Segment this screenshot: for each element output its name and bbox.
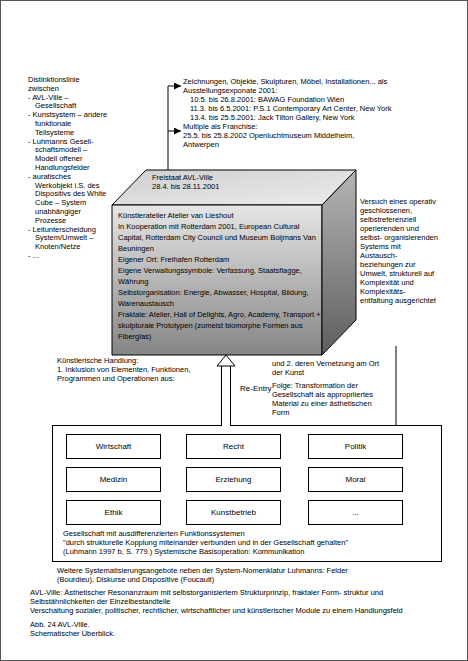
re-entry-arrow xyxy=(217,355,235,426)
note-text: - Kunstsystem – andere funktionale Teils… xyxy=(28,111,110,137)
note-text: - Luhmanns Gesell- schaftsmodell – Model… xyxy=(28,138,110,173)
label-group: Weitere Systematisierungsangebote neben … xyxy=(57,566,357,584)
cube-text: Freistaat AVL-Ville xyxy=(152,173,312,182)
cube-text: Eigene Verwaltungssymbole: Verfassung, S… xyxy=(118,265,321,287)
function-box: Moral xyxy=(308,467,403,492)
text-group: Recht xyxy=(187,435,280,458)
text-group: Erziehung xyxy=(187,468,280,491)
arrow-body xyxy=(222,366,230,426)
cube-text: 28.4. bis 28.11.2001 xyxy=(152,182,312,191)
cube-text: In Kooperation mit Rotterdam 2001, Europ… xyxy=(118,221,321,254)
leader-arrow xyxy=(396,346,397,432)
note-text: 13.4. bis 25.5.2001: Jack Tilton Gallery… xyxy=(190,113,441,122)
note-text: und 2. deren Vernetzung am Ort der Kunst xyxy=(272,359,390,377)
box-label: ... xyxy=(352,508,359,518)
note-text: Zeichnungen, Objekte, Skulpturen, Möbel,… xyxy=(183,77,441,95)
function-box: Politik xyxy=(308,434,403,459)
society-box: Gesellschaft mit ausdifferenzierten Funk… xyxy=(52,425,442,562)
bracket-arrow xyxy=(168,86,181,171)
cube-text: Selbstorganisation: Energie, Abwasser, H… xyxy=(118,287,321,309)
label-group: Versuch eines operativ geschlossenen, se… xyxy=(360,197,440,305)
text-group: Politik xyxy=(309,435,402,458)
note-text: Künstlerische Handlung: xyxy=(57,356,205,365)
text-group: Moral xyxy=(309,468,402,491)
note-text: - auratisches Werkobjekt i.S. des Dispos… xyxy=(28,173,110,226)
box-text: Gesellschaft mit ausdifferenzierten Funk… xyxy=(63,529,433,538)
function-box: Recht xyxy=(186,434,281,459)
function-box: Wirtschaft xyxy=(66,434,161,459)
function-box: Medizin xyxy=(66,467,161,492)
cube-node: Freistaat AVL-Ville28.4. bis 28.11.2001K… xyxy=(112,170,356,355)
note-text: Weitere Systematisierungsangebote neben … xyxy=(57,566,357,584)
note-text: Distinktionslinie zwischen xyxy=(28,76,110,94)
note-text: 25.5. bis 25.8.2002 Openluchtmuseum Midd… xyxy=(183,131,373,149)
note-text: Multiple als Franchise: xyxy=(183,122,441,131)
function-box: Kunstbetrieb xyxy=(186,500,281,525)
box-label: Wirtschaft xyxy=(96,442,132,452)
cube-front-face xyxy=(112,205,322,355)
figure-caption: Abb. 24 AVL-Ville. Schematischer Überbli… xyxy=(30,620,130,638)
box-text: (Luhmann 1997 b, S. 779.) Systemische Ba… xyxy=(63,547,433,556)
text-group: Ethik xyxy=(67,501,160,524)
note-text: Versuch eines operativ geschlossenen, se… xyxy=(360,197,440,305)
note-text: - Leitunterscheidung System/Umwelt – Kno… xyxy=(28,226,110,252)
label-group: Zeichnungen, Objekte, Skulpturen, Möbel,… xyxy=(183,77,441,149)
note-text: - AVL-Ville – Gesellschaft xyxy=(28,94,110,112)
text-group: Kunstbetrieb xyxy=(187,501,280,524)
text-group: Freistaat AVL-Ville28.4. bis 28.11.2001 xyxy=(152,173,312,191)
text-group: Wirtschaft xyxy=(67,435,160,458)
function-box: ... xyxy=(308,500,403,525)
label-group: und 2. deren Vernetzung am Ort der Kunst… xyxy=(272,359,390,421)
note-text: Folge: Transformation der Gesellschaft a… xyxy=(272,381,390,417)
cube-right-face xyxy=(322,170,356,355)
note-text: AVL-Ville: Ästhetischer Resonanzraum mit… xyxy=(30,588,408,606)
box-label: Kunstbetrieb xyxy=(211,508,256,518)
text-group: Künstleratelier Atelier van LieshoutIn K… xyxy=(118,210,321,342)
box-label: Politik xyxy=(345,442,366,452)
cube-text: Künstleratelier Atelier van Lieshout xyxy=(118,210,321,221)
label-group: Künstlerische Handlung:1. Inklusion von … xyxy=(57,356,205,383)
text-group: Medizin xyxy=(67,468,160,491)
arrow-outline xyxy=(221,366,231,425)
note-text: 11.3. bis 6.5.2001: P.S.1 Contemporary A… xyxy=(190,104,441,113)
note-text: 1. Inklusion von Elementen, Funktionen, … xyxy=(57,365,205,383)
note-text: - ... xyxy=(28,252,110,261)
text-group: Gesellschaft mit ausdifferenzierten Funk… xyxy=(63,529,433,556)
note-text: 10.5. bis 26.8.2001: BAWAG Foundation Wi… xyxy=(190,95,441,104)
note-text: Verschaltung sozialer, politischer, rech… xyxy=(30,606,430,615)
cube-top-face xyxy=(112,170,356,205)
cube-text: Eigener Ort: Freihafen Rotterdam xyxy=(118,254,321,265)
box-label: Erziehung xyxy=(215,475,251,485)
function-box: Ethik xyxy=(66,500,161,525)
box-text: "durch strukturelle Kopplung miteinander… xyxy=(63,538,433,547)
box-label: Medizin xyxy=(100,475,128,485)
text-group: ... xyxy=(309,501,402,524)
arrow-head xyxy=(217,355,235,366)
box-label: Moral xyxy=(345,475,365,485)
edge-label: Re-Entry xyxy=(240,384,272,393)
label-group: Distinktionslinie zwischen- AVL-Ville – … xyxy=(28,76,110,261)
cube-text: Fraktale: Atelier, Hall of Delights, Agr… xyxy=(118,309,321,342)
box-label: Ethik xyxy=(105,508,123,518)
label-group: AVL-Ville: Ästhetischer Resonanzraum mit… xyxy=(30,588,430,615)
function-box: Erziehung xyxy=(186,467,281,492)
box-label: Recht xyxy=(223,442,244,452)
bracket-arrow xyxy=(168,131,181,132)
